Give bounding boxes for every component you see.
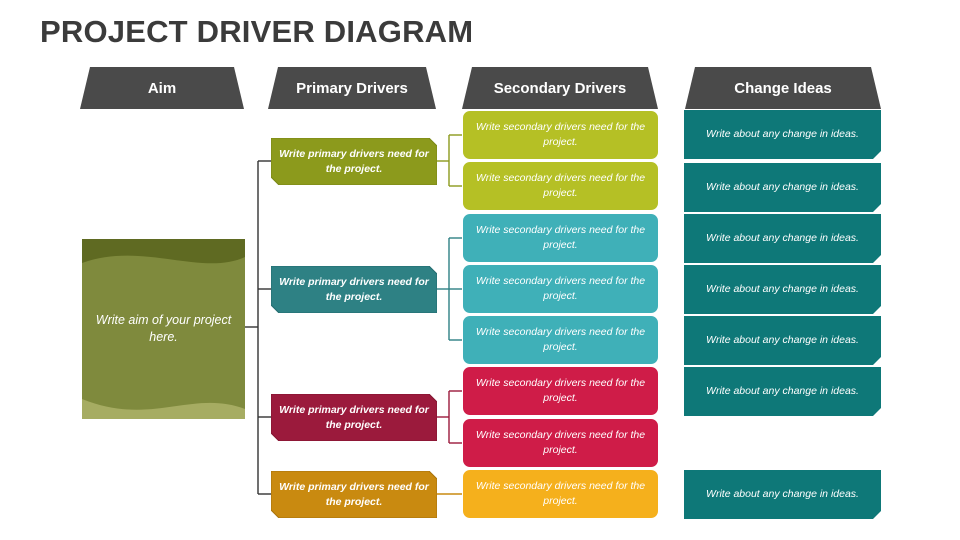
change-idea-text: Write about any change in ideas. bbox=[706, 385, 859, 397]
secondary-driver-text: Write secondary drivers need for the pro… bbox=[475, 275, 646, 302]
page-title: PROJECT DRIVER DIAGRAM bbox=[40, 14, 474, 49]
change-idea-2: Write about any change in ideas. bbox=[684, 163, 881, 212]
change-idea-6: Write about any change in ideas. bbox=[684, 367, 881, 416]
secondary-driver-3: Write secondary drivers need for the pro… bbox=[462, 213, 659, 263]
secondary-driver-6: Write secondary drivers need for the pro… bbox=[462, 366, 659, 416]
secondary-driver-2: Write secondary drivers need for the pro… bbox=[462, 161, 659, 211]
secondary-driver-text: Write secondary drivers need for the pro… bbox=[475, 377, 646, 404]
aim-text: Write aim of your project here. bbox=[95, 313, 232, 344]
secondary-driver-8: Write secondary drivers need for the pro… bbox=[462, 469, 659, 519]
secondary-driver-text: Write secondary drivers need for the pro… bbox=[475, 429, 646, 456]
change-idea-3: Write about any change in ideas. bbox=[684, 214, 881, 263]
header-change-label: Change Ideas bbox=[734, 79, 832, 97]
change-idea-7: Write about any change in ideas. bbox=[684, 470, 881, 519]
secondary-driver-7: Write secondary drivers need for the pro… bbox=[462, 418, 659, 468]
secondary-driver-text: Write secondary drivers need for the pro… bbox=[475, 326, 646, 353]
primary-driver-text: Write primary drivers need for the proje… bbox=[279, 403, 429, 431]
secondary-driver-4: Write secondary drivers need for the pro… bbox=[462, 264, 659, 314]
primary-driver-text: Write primary drivers need for the proje… bbox=[279, 147, 429, 175]
header-primary-label: Primary Drivers bbox=[296, 79, 408, 97]
change-idea-5: Write about any change in ideas. bbox=[684, 316, 881, 365]
secondary-driver-5: Write secondary drivers need for the pro… bbox=[462, 315, 659, 365]
change-idea-1: Write about any change in ideas. bbox=[684, 110, 881, 159]
change-idea-4: Write about any change in ideas. bbox=[684, 265, 881, 314]
header-aim: Aim bbox=[80, 67, 244, 109]
secondary-driver-1: Write secondary drivers need for the pro… bbox=[462, 110, 659, 160]
header-secondary-drivers: Secondary Drivers bbox=[462, 67, 658, 109]
primary-driver-1: Write primary drivers need for the proje… bbox=[271, 138, 437, 185]
change-idea-text: Write about any change in ideas. bbox=[706, 128, 859, 140]
primary-driver-4: Write primary drivers need for the proje… bbox=[271, 471, 437, 518]
change-idea-text: Write about any change in ideas. bbox=[706, 488, 859, 500]
primary-driver-text: Write primary drivers need for the proje… bbox=[279, 275, 429, 303]
primary-driver-2: Write primary drivers need for the proje… bbox=[271, 266, 437, 313]
secondary-driver-text: Write secondary drivers need for the pro… bbox=[475, 121, 646, 148]
primary-driver-3: Write primary drivers need for the proje… bbox=[271, 394, 437, 441]
primary-driver-text: Write primary drivers need for the proje… bbox=[279, 480, 429, 508]
change-idea-text: Write about any change in ideas. bbox=[706, 334, 859, 346]
secondary-driver-text: Write secondary drivers need for the pro… bbox=[475, 480, 646, 507]
secondary-driver-text: Write secondary drivers need for the pro… bbox=[475, 224, 646, 251]
change-idea-text: Write about any change in ideas. bbox=[706, 232, 859, 244]
change-idea-text: Write about any change in ideas. bbox=[706, 283, 859, 295]
aim-box: Write aim of your project here. bbox=[82, 239, 245, 419]
secondary-driver-text: Write secondary drivers need for the pro… bbox=[475, 172, 646, 199]
header-change-ideas: Change Ideas bbox=[685, 67, 881, 109]
header-secondary-label: Secondary Drivers bbox=[493, 79, 627, 97]
aim-wave-decoration bbox=[82, 239, 245, 419]
header-aim-label: Aim bbox=[147, 79, 177, 97]
header-primary-drivers: Primary Drivers bbox=[268, 67, 436, 109]
change-idea-text: Write about any change in ideas. bbox=[706, 181, 859, 193]
